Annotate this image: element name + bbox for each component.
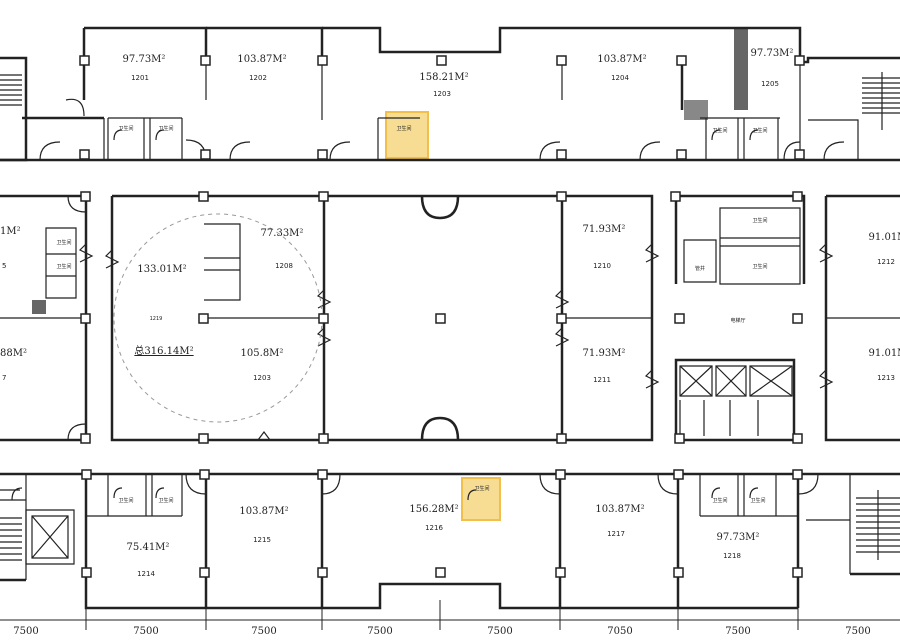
restroom-label: 卫生间 [396, 125, 411, 132]
room-1203b-number: 1203 [253, 374, 271, 382]
dimension-label: 7500 [367, 626, 392, 637]
room-1211-number: 1211 [593, 376, 611, 384]
dark-shaft-top [734, 28, 748, 110]
shaft-label: 管井 [695, 265, 705, 272]
dimension-label: 7500 [13, 626, 38, 637]
room-1217-number: 1217 [607, 530, 625, 538]
room-left-upper-area: 1M² [0, 226, 21, 237]
room-1212-number: 1212 [877, 258, 895, 266]
room-1215-number: 1215 [253, 536, 271, 544]
room-left-lower-number: 7 [2, 374, 6, 382]
restroom-label: 卫生间 [118, 125, 133, 132]
restroom-label: 卫生间 [474, 485, 489, 492]
room-1218-area: 97.73M² [717, 532, 760, 543]
room-1203-number: 1203 [433, 90, 451, 98]
restroom-label: 卫生间 [158, 497, 173, 504]
room-1203-area: 158.21M² [419, 72, 468, 83]
room-1217-area: 103.87M² [595, 504, 644, 515]
restroom-label: 卫生间 [118, 497, 133, 504]
room-1204-area: 103.87M² [597, 54, 646, 65]
room-1216-area: 156.28M² [409, 504, 458, 515]
dimension-label: 7500 [251, 626, 276, 637]
room-1208-number: 1208 [275, 262, 293, 270]
elevator-lobby-label: 电梯厅 [730, 317, 745, 324]
room-1214-number: 1214 [137, 570, 155, 578]
dimension-label: 7500 [725, 626, 750, 637]
room-1203b-area: 105.8M² [241, 348, 284, 359]
dimension-label: 7500 [845, 626, 870, 637]
restroom-label: 卫生间 [752, 263, 767, 270]
dimension-label: 7500 [133, 626, 158, 637]
room-1213-number: 1213 [877, 374, 895, 382]
highlight-restroom-1203[interactable] [385, 111, 429, 159]
room-1210-number: 1210 [593, 262, 611, 270]
room-1201-area: 97.73M² [123, 54, 166, 65]
dimension-label: 7500 [487, 626, 512, 637]
restroom-label: 卫生间 [712, 127, 727, 134]
room-1205-area: 97.73M² [751, 48, 794, 59]
room-1201-number: 1201 [131, 74, 149, 82]
restroom-label: 卫生间 [752, 127, 767, 134]
room-left-upper-number: 5 [2, 262, 6, 270]
room-1208-area: 77.33M² [261, 228, 304, 239]
room-1211-area: 71.93M² [583, 348, 626, 359]
restroom-label: 卫生间 [750, 497, 765, 504]
restroom-label: 卫生间 [752, 217, 767, 224]
restroom-label: 卫生间 [56, 263, 71, 270]
room-left-lower-area: 88M² [0, 348, 27, 359]
room-1205-number: 1205 [761, 80, 779, 88]
room-1216-number: 1216 [425, 524, 443, 532]
restroom-label: 卫生间 [712, 497, 727, 504]
restroom-label: 卫生间 [56, 239, 71, 246]
room-1219-number: 1219 [150, 316, 163, 322]
room-1213-area: 91.01M² [869, 348, 900, 359]
room-1210-area: 71.93M² [583, 224, 626, 235]
dark-corner-left [32, 300, 46, 314]
dark-block-top [684, 100, 708, 120]
room-1214-area: 75.41M² [127, 542, 170, 553]
room-1219-area: 133.01M² [137, 264, 186, 275]
room-1219-total-area: 总316.14M² [134, 344, 193, 357]
room-1212-area: 91.01M² [869, 232, 900, 243]
room-1202-number: 1202 [249, 74, 267, 82]
room-1218-number: 1218 [723, 552, 741, 560]
restroom-label: 卫生间 [158, 125, 173, 132]
room-1215-area: 103.87M² [239, 506, 288, 517]
room-1204-number: 1204 [611, 74, 629, 82]
dimension-label: 7050 [607, 626, 632, 637]
room-1202-area: 103.87M² [237, 54, 286, 65]
